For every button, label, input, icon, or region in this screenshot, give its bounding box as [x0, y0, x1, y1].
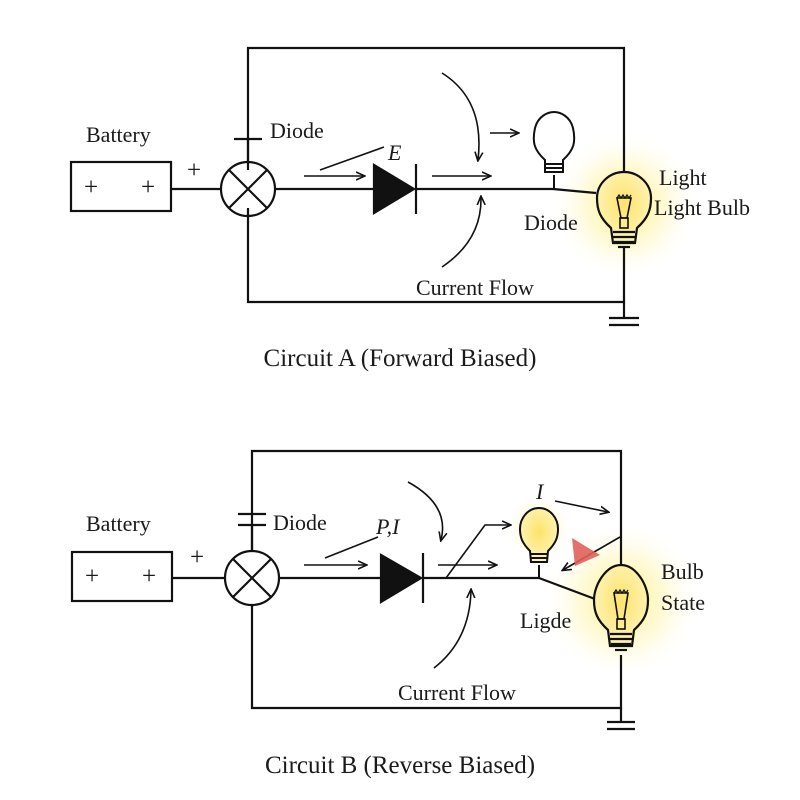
wire-top-a — [246, 46, 626, 172]
arrow-icon — [554, 500, 608, 512]
circuit-a — [69, 46, 700, 327]
current-flow-label: Current Flow — [398, 680, 516, 705]
battery-icon — [69, 160, 173, 213]
ground-icon — [609, 302, 639, 327]
light-bulb-icon-lit — [595, 170, 653, 249]
lamp-cross-icon — [223, 549, 281, 607]
diode-icon — [379, 553, 425, 604]
battery-terminal-left: + — [84, 174, 99, 201]
battery-terminal-right: + — [141, 174, 156, 201]
current-symbol-diode: P,I — [376, 514, 400, 539]
diode-label-top: Diode — [273, 510, 327, 535]
current-flow-label: Current Flow — [416, 275, 534, 300]
diode-icon — [372, 163, 418, 215]
lamp-cross-icon — [219, 160, 277, 218]
ground-icon — [607, 708, 635, 731]
arrow-icon — [445, 525, 510, 579]
battery-terminal-left: + — [85, 563, 100, 590]
diode-label-bottom: Diode — [524, 210, 578, 235]
curved-arrow-icon — [433, 590, 471, 669]
field-symbol: E — [388, 140, 402, 165]
bulb-label: Bulb — [661, 559, 704, 584]
warning-triangle-icon — [572, 538, 600, 566]
light-bulb-icon-lit — [592, 563, 650, 652]
light-bulb-label: Light Bulb — [654, 195, 750, 220]
diode-label-top: Diode — [270, 118, 324, 143]
light-bulb-icon-unlit — [532, 110, 576, 189]
battery-icon — [70, 550, 174, 603]
light-label: Light — [659, 165, 707, 190]
circuit-b-caption: Circuit B (Reverse Biased) — [264, 752, 536, 779]
battery-label: Battery — [86, 122, 151, 147]
curved-arrow-icon — [441, 72, 479, 160]
wire-top-b — [250, 449, 623, 565]
current-symbol-bulb: I — [536, 479, 544, 504]
curved-arrow-icon — [407, 481, 443, 540]
circuit-b — [70, 449, 702, 731]
ligde-label: Ligde — [520, 608, 572, 633]
capacitor-icon — [238, 512, 266, 552]
state-label: State — [661, 590, 705, 615]
battery-plus-sign: + — [187, 157, 202, 184]
battery-plus-sign: + — [190, 544, 205, 571]
battery-label: Battery — [86, 511, 151, 536]
light-bulb-icon-small-lit — [518, 506, 560, 578]
battery-terminal-right: + — [142, 563, 157, 590]
circuit-a-caption: Circuit A (Forward Biased) — [263, 345, 537, 372]
wire-bottom-a — [246, 208, 626, 304]
curved-arrow-icon — [441, 197, 481, 268]
wire-bottom-b — [250, 604, 623, 710]
